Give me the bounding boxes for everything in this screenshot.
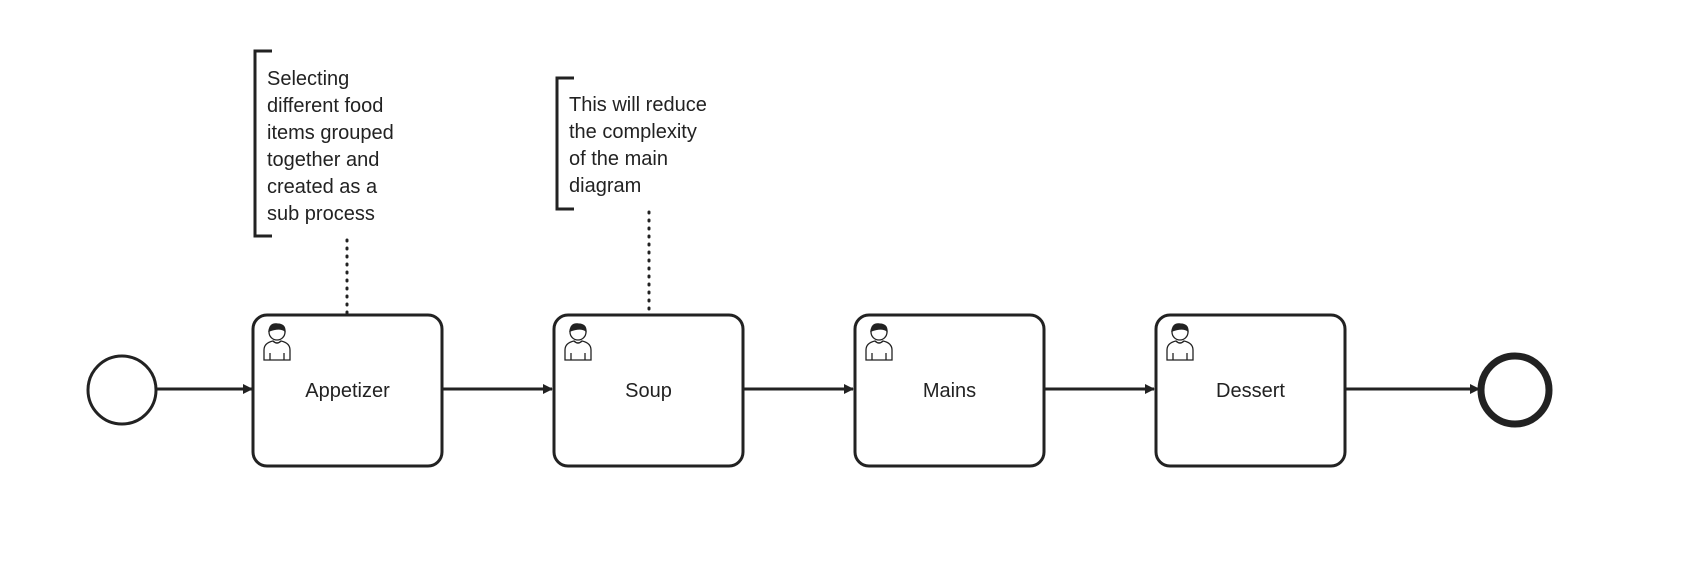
text-annotation-appetizer[interactable]: Selecting different food items grouped t… (253, 49, 399, 238)
user-icon (564, 323, 592, 361)
annotation-line: Selecting (267, 68, 349, 90)
associations (345, 210, 651, 315)
annotation-line: This will reduce (569, 94, 707, 116)
user-icon (1166, 323, 1194, 361)
annotation-line: different food (267, 95, 383, 117)
task-label: Appetizer (305, 380, 390, 402)
end-event[interactable] (1477, 352, 1553, 428)
annotation-line: the complexity (569, 121, 697, 143)
annotation-line: items grouped (267, 122, 394, 144)
annotation-bracket (555, 76, 574, 211)
task-box (1154, 313, 1347, 468)
annotation-line: created as a (267, 176, 378, 198)
annotation-line: of the main (569, 148, 668, 170)
user-icon (865, 323, 893, 361)
task-label: Mains (923, 380, 976, 402)
task-box (552, 313, 745, 468)
task-label: Dessert (1216, 380, 1285, 402)
task-soup[interactable]: Soup (552, 313, 745, 468)
start-event[interactable] (86, 354, 158, 426)
user-icon (263, 323, 291, 361)
task-box (251, 313, 444, 468)
task-appetizer[interactable]: Appetizer (251, 313, 444, 468)
task-dessert[interactable]: Dessert (1154, 313, 1347, 468)
annotation-line: diagram (569, 175, 641, 197)
annotation-text: Selecting different food items grouped t… (267, 68, 399, 225)
annotation-line: sub process (267, 203, 375, 225)
text-annotation-soup[interactable]: This will reduce the complexity of the m… (555, 76, 712, 211)
task-box (853, 313, 1046, 468)
annotation-text: This will reduce the complexity of the m… (569, 94, 712, 197)
task-label: Soup (625, 380, 672, 402)
annotation-bracket (253, 49, 272, 238)
task-mains[interactable]: Mains (853, 313, 1046, 468)
annotation-line: together and (267, 149, 379, 171)
